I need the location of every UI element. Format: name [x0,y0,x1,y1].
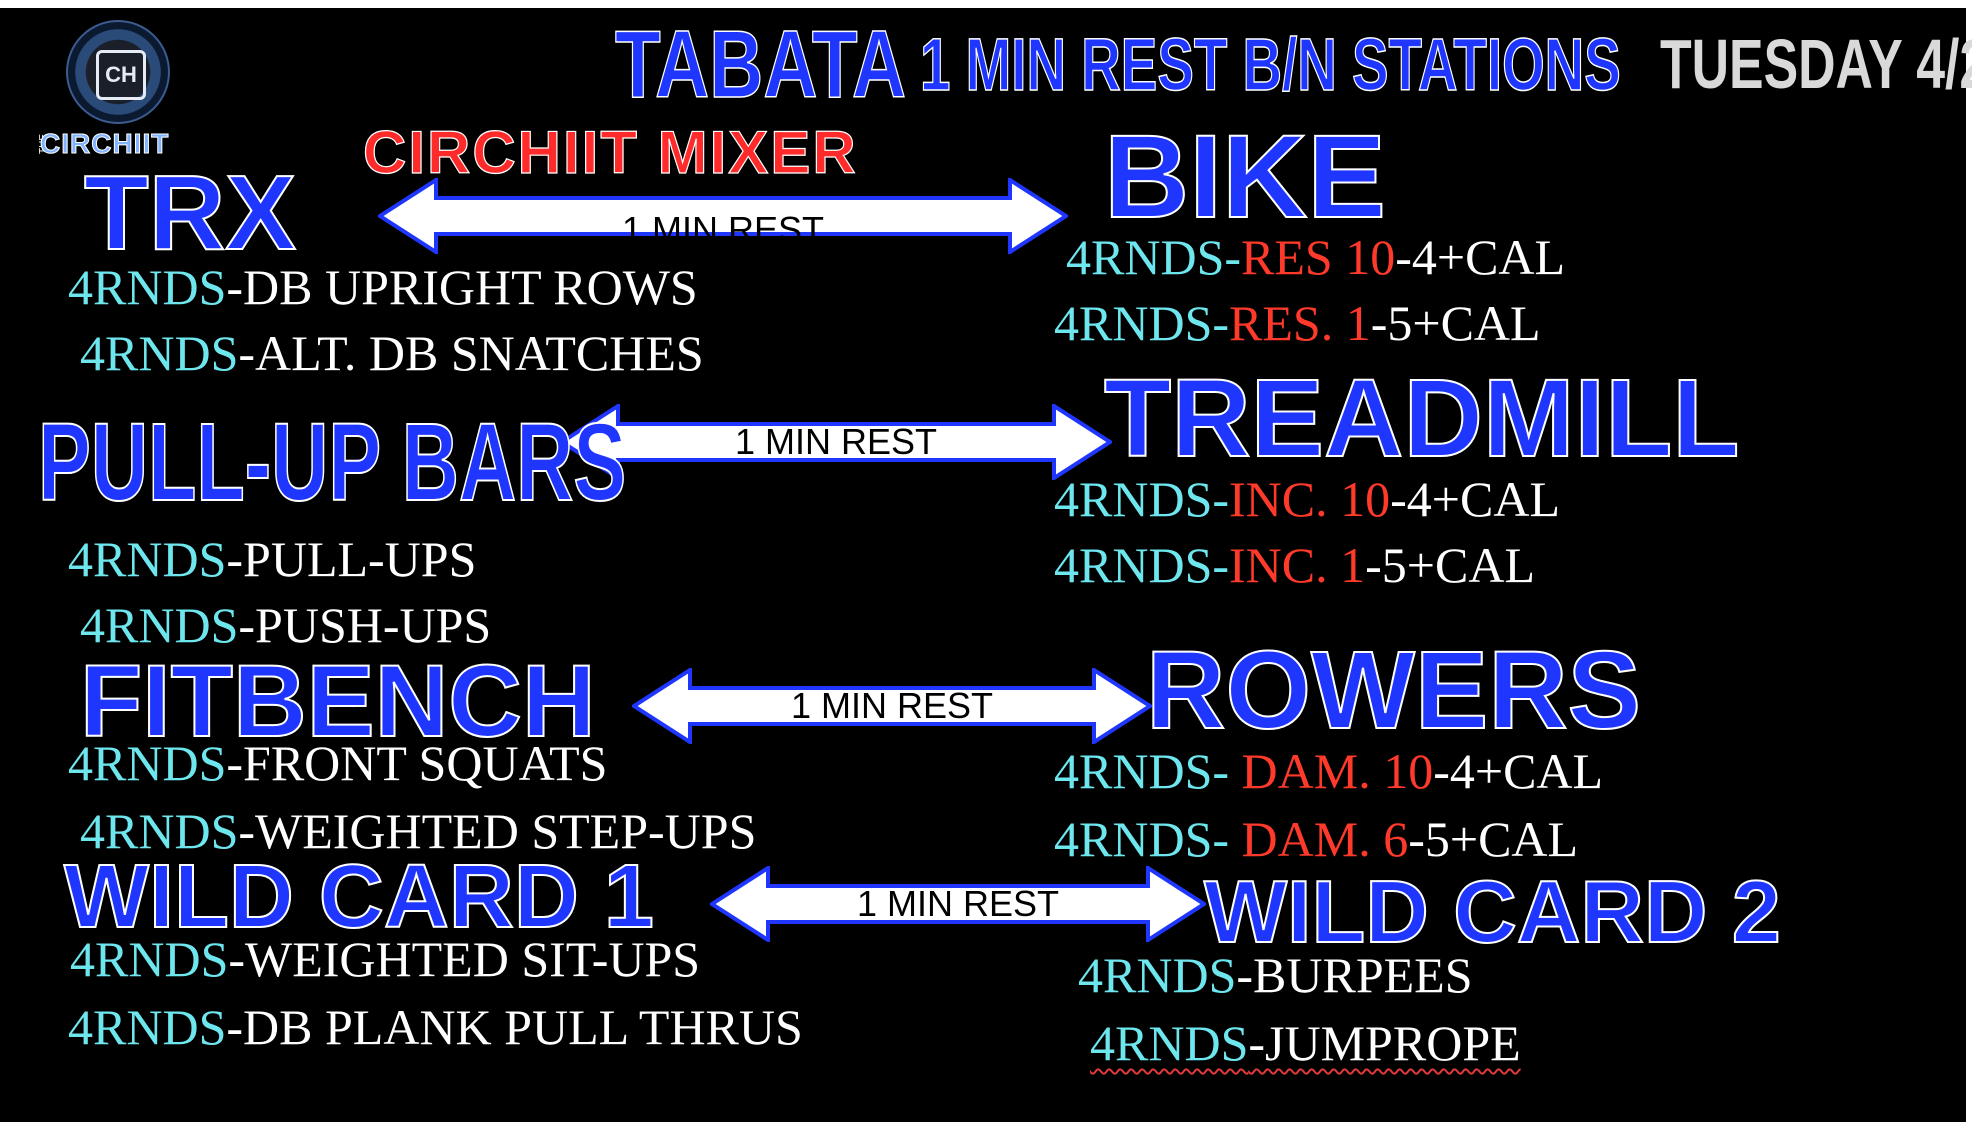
circhiit-logo: CH [66,20,170,124]
rest-arrow-1: 1 MIN REST [376,176,1070,256]
station-wild1-title: WILD CARD 1 [63,847,655,947]
station-fitbench-line-2: 4RNDS-WEIGHTED STEP-UPS [80,803,757,859]
station-trx-line-1: 4RNDS-DB UPRIGHT ROWS [68,259,698,315]
station-bike-title: BIKE [1103,111,1387,243]
double-arrow-icon [558,402,1114,482]
station-bike-line-2: 4RNDS-RES. 1-5+CAL [1054,295,1541,351]
station-trx-line-2: 4RNDS-ALT. DB SNATCHES [80,325,704,381]
logo-mark: CH [96,50,146,100]
rest-arrow-label: 1 MIN REST [856,883,1060,924]
station-treadmill-line-1: 4RNDS-INC. 10-4+CAL [1054,471,1560,527]
date-label: TUESDAY 4/29 [1660,25,1972,103]
station-trx-title: TRX [83,154,297,272]
station-treadmill-line-2: 4RNDS-INC. 1-5+CAL [1054,537,1535,593]
station-treadmill-title: TREADMILL [1103,357,1740,480]
right-edge [1966,0,1972,1122]
station-wild2-line-1: 4RNDS-BURPEES [1078,947,1473,1003]
station-rowers-line-1: 4RNDS- DAM. 10-4+CAL [1054,743,1604,799]
station-fitbench-title: FITBENCH [79,644,597,758]
subtitle: CIRCHIIT MIXER [362,118,858,186]
rest-note: 1 MIN REST B/N STATIONS [919,22,1621,107]
station-pullup-line-1: 4RNDS-PULL-UPS [68,531,477,587]
station-fitbench-line-1: 4RNDS-FRONT SQUATS [68,735,608,791]
double-arrow-icon [376,176,1070,256]
station-bike-line-1: 4RNDS-RES 10-4+CAL [1066,229,1566,285]
station-pullup-line-2: 4RNDS-PUSH-UPS [80,597,492,653]
page-title: TABATA [614,10,907,119]
station-wild2-line-2: 4RNDS-JUMPROPE [1090,1015,1521,1071]
station-rowers-line-2: 4RNDS- DAM. 6-5+CAL [1054,811,1579,867]
station-wild1-line-2: 4RNDS-DB PLANK PULL THRUS [68,999,803,1055]
rest-arrow-label: 1 MIN REST [734,421,938,462]
station-pullup-title: PULL-UP BARS [37,401,627,524]
station-rowers-title: ROWERS [1145,629,1642,752]
rest-arrow-4: 1 MIN REST [708,864,1208,944]
station-wild2-title: WILD CARD 2 [1203,862,1782,961]
logo-wordmark: CIRCHIIT [39,128,170,160]
rest-arrow-3: 1 MIN REST [630,666,1154,746]
rest-arrow-label: 1 MIN REST [621,209,825,250]
rest-arrow-2: 1 MIN REST [558,402,1114,482]
double-arrow-icon [630,666,1154,746]
top-edge [0,0,1972,8]
station-wild1-line-1: 4RNDS-WEIGHTED SIT-UPS [70,931,701,987]
double-arrow-icon [708,864,1208,944]
rest-arrow-label: 1 MIN REST [790,685,994,726]
